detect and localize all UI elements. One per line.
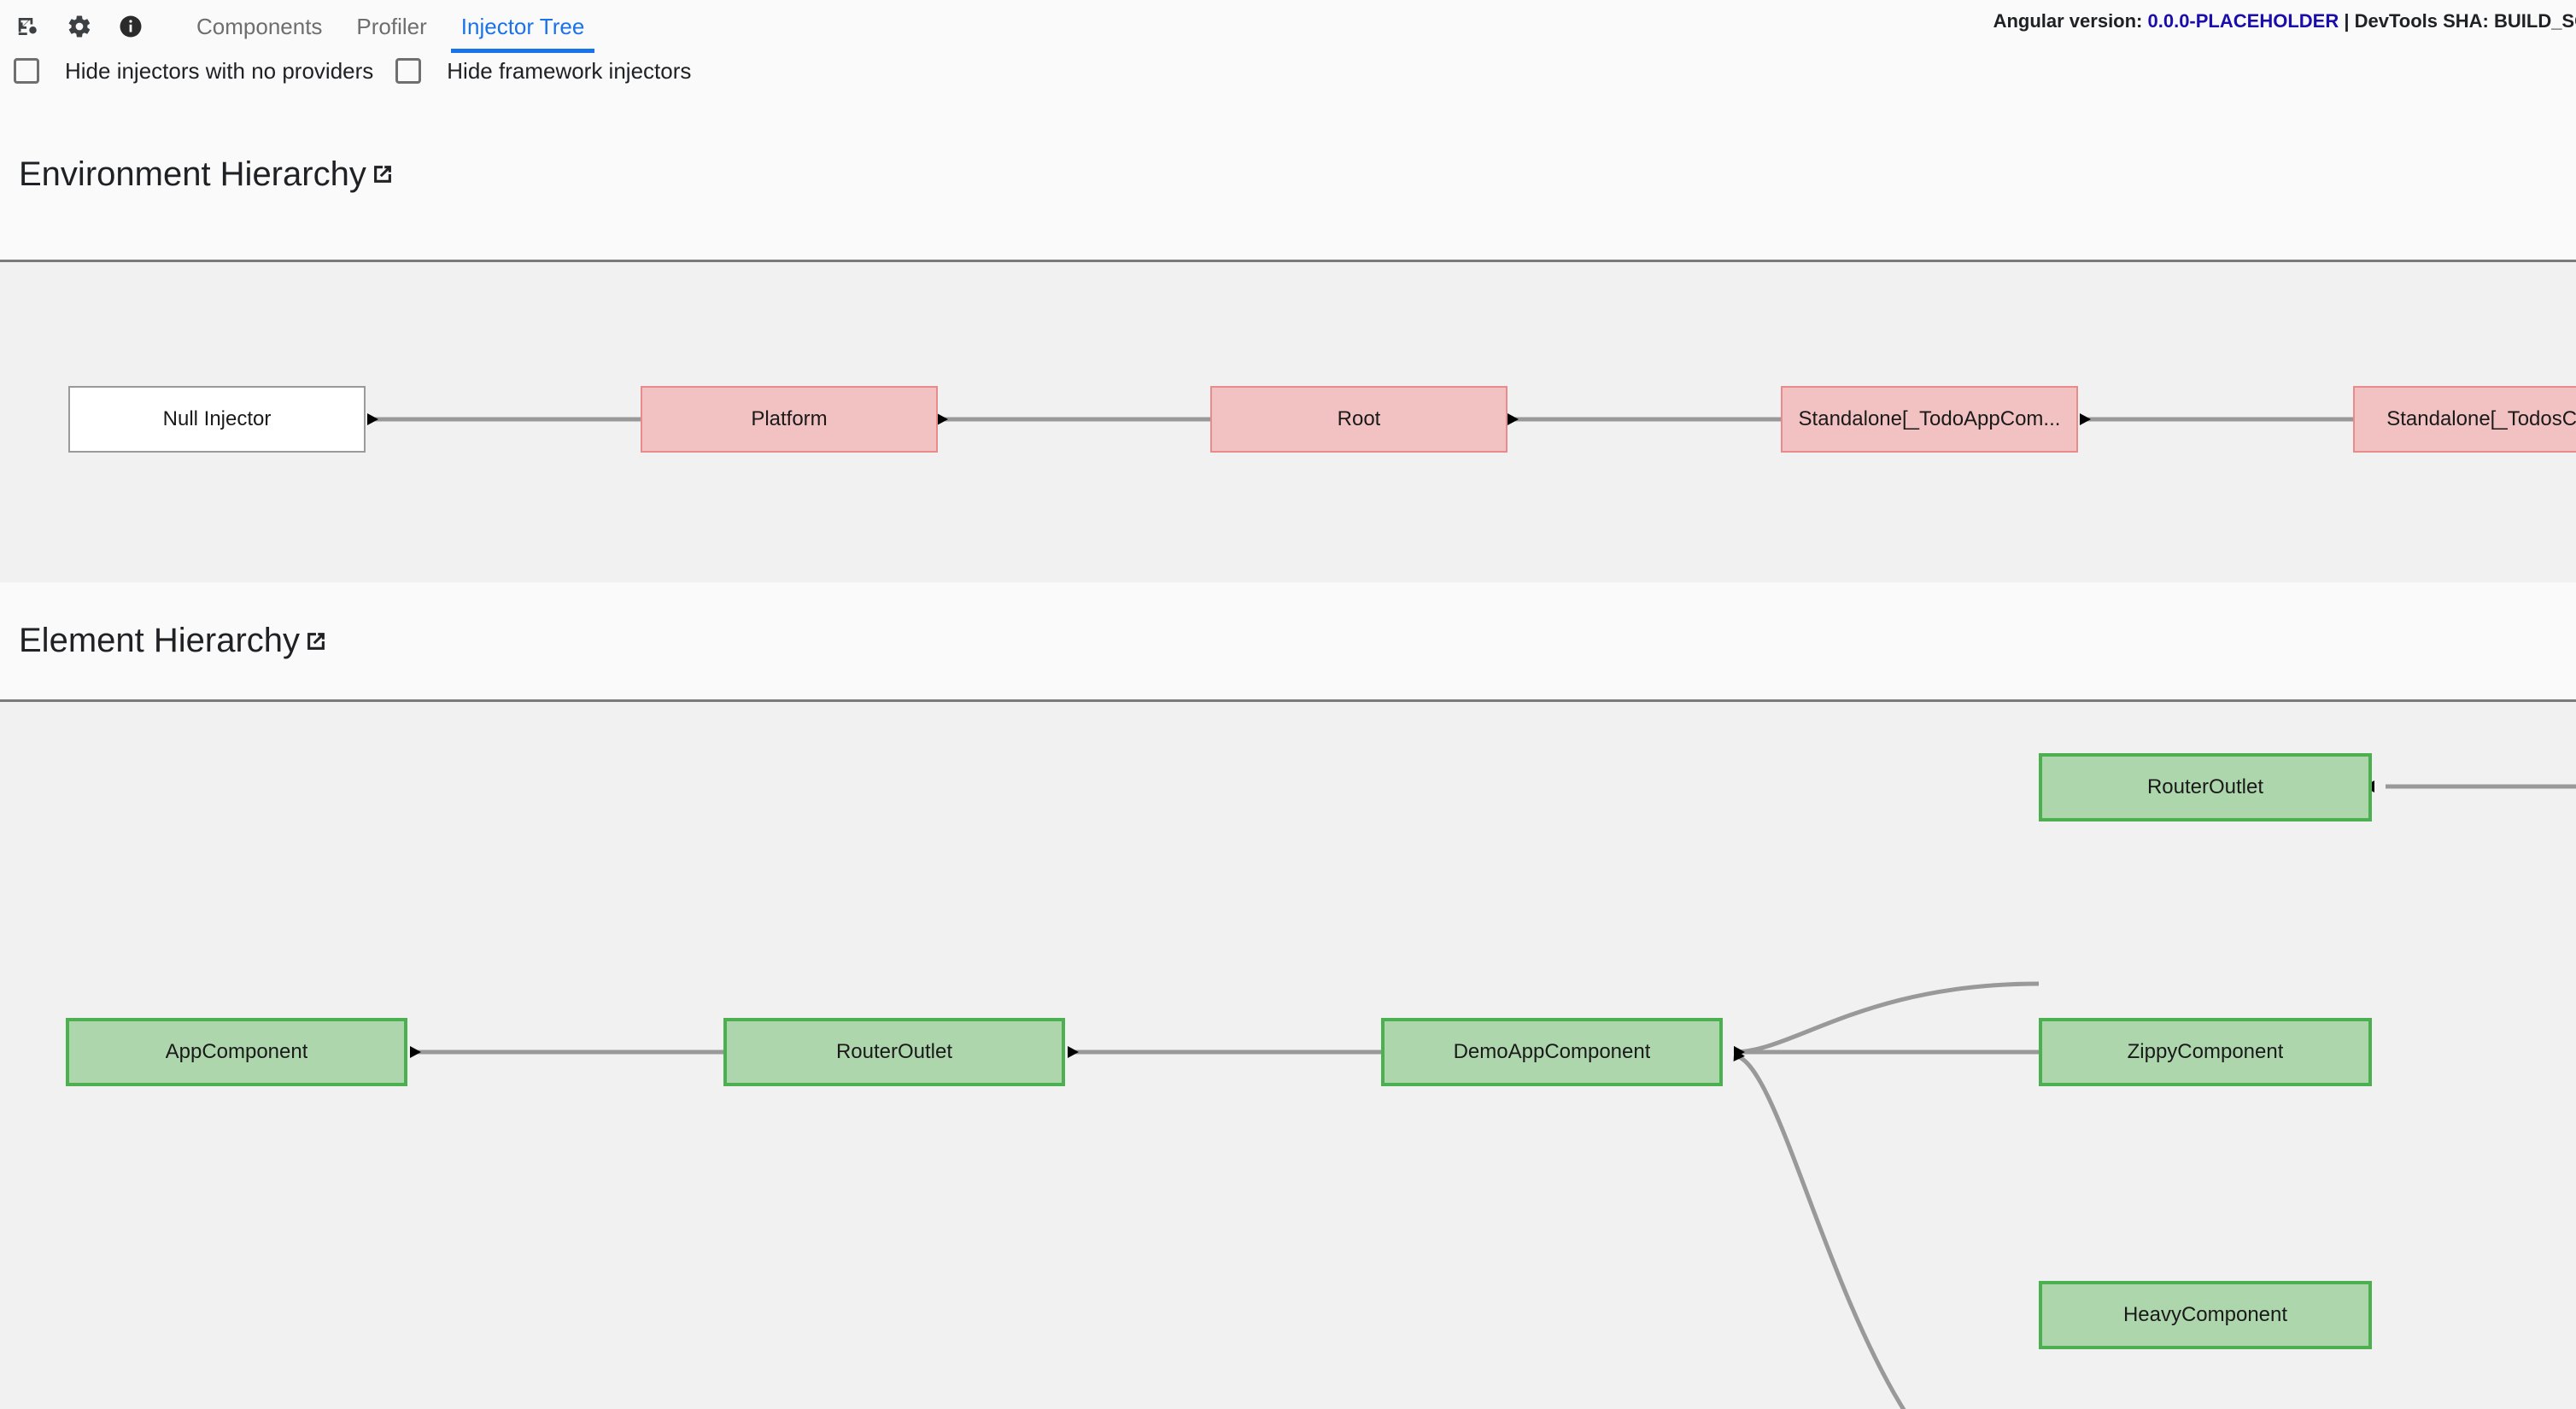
external-link-icon[interactable] [368,160,397,189]
el-node-heavy-component[interactable]: HeavyComponent [2039,1281,2372,1349]
el-node-demo-app-component[interactable]: DemoAppComponent [1381,1018,1723,1086]
external-link-icon[interactable] [302,627,331,656]
angular-version-value[interactable]: 0.0.0-PLACEHOLDER [2147,10,2339,32]
el-node-app-component[interactable]: AppComponent [66,1018,407,1086]
element-section-divider [0,699,2576,702]
env-node-label-platform: Platform [751,407,828,430]
filter-label-hide-injectors-no-providers: Hide injectors with no providers [65,57,374,84]
environment-hierarchy-canvas[interactable]: Null Injector Platform Root Standalone[_… [0,262,2576,582]
env-node-standalone-todoapp[interactable]: Standalone[_TodoAppCom... [1781,386,2078,453]
gear-icon[interactable] [65,12,94,41]
devtools-sha: | DevTools SHA: BUILD_SC [2339,10,2576,32]
el-node-router-outlet-1[interactable]: RouterOutlet [723,1018,1065,1086]
env-node-null-injector[interactable]: Null Injector [68,386,366,453]
env-node-platform[interactable]: Platform [641,386,938,453]
env-node-standalone-todos[interactable]: Standalone[_TodosComp [2353,386,2576,453]
filter-row: Hide injectors with no providers Hide fr… [0,53,2576,89]
filter-hide-framework-injectors[interactable]: Hide framework injectors [395,58,691,85]
edge-router-outlet-2-to-demo-app [1733,981,2040,1058]
environment-edges [367,413,2353,425]
tab-components[interactable]: Components [196,13,323,39]
environment-hierarchy-title-group: Environment Hierarchy [19,155,397,194]
el-node-label-heavy-component: HeavyComponent [2122,1303,2288,1326]
environment-hierarchy-title: Environment Hierarchy [19,155,366,193]
toolbar-icon-group [0,12,145,41]
edge-heavy-to-demo-app [1733,1049,1906,1409]
el-node-zippy-component[interactable]: ZippyComponent [2039,1018,2372,1086]
env-node-label-standalone-todoapp: Standalone[_TodoAppCom... [1798,407,2061,430]
checkbox-hide-framework-injectors[interactable] [395,58,422,84]
el-node-label-zippy-component: ZippyComponent [2127,1040,2284,1063]
el-node-label-demo-app-component: DemoAppComponent [1453,1040,1651,1063]
element-hierarchy-header: Element Hierarchy [0,582,2576,699]
element-hierarchy-title-group: Element Hierarchy [19,622,331,660]
info-icon[interactable] [116,12,145,41]
tab-injector-tree[interactable]: Injector Tree [444,0,602,53]
element-hierarchy-canvas[interactable]: AppComponent RouterOutlet DemoAppCompone… [0,702,2576,1409]
el-node-label-app-component: AppComponent [165,1040,308,1063]
el-node-label-router-outlet-2: RouterOutlet [2146,775,2264,798]
env-node-root[interactable]: Root [1210,386,1508,453]
version-prefix: Angular version: [1993,10,2148,32]
filter-label-hide-framework-injectors: Hide framework injectors [447,57,692,84]
version-info: Angular version: 0.0.0-PLACEHOLDER | Dev… [1993,10,2576,32]
tab-profiler[interactable]: Profiler [356,13,427,39]
env-node-label-root: Root [1337,407,1381,430]
inspect-element-icon[interactable] [14,12,43,41]
env-node-label-null-injector: Null Injector [162,407,272,430]
tab-bar: Components Profiler Injector Tree [179,0,601,53]
toolbar: Components Profiler Injector Tree Angula… [0,0,2576,53]
env-node-label-standalone-todos: Standalone[_TodosComp [2386,407,2576,430]
checkbox-hide-injectors-no-providers[interactable] [14,58,39,84]
element-hierarchy-title: Element Hierarchy [19,622,301,659]
environment-section-divider [0,260,2576,262]
el-node-router-outlet-2[interactable]: RouterOutlet [2039,753,2372,821]
el-node-label-router-outlet-1: RouterOutlet [835,1040,953,1063]
filter-hide-injectors-no-providers[interactable]: Hide injectors with no providers [14,58,373,85]
environment-hierarchy-header: Environment Hierarchy [0,89,2576,260]
